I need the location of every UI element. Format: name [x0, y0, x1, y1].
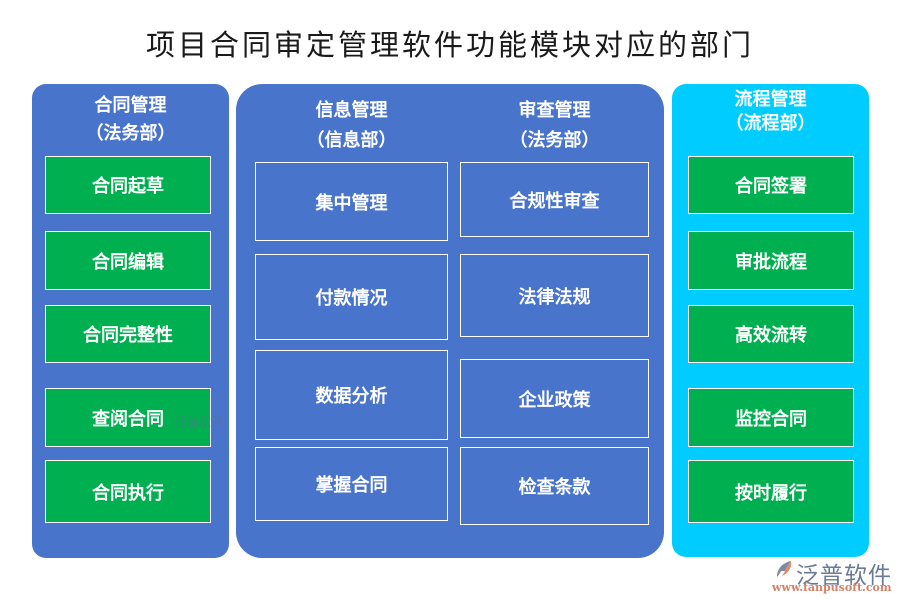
diagram-title: 项目合同审定管理软件功能模块对应的部门 — [145, 28, 754, 62]
module-name: 审查管理 — [518, 100, 591, 121]
review-management-header: 审查管理 （法务部） — [460, 96, 649, 156]
module-item: 合同签署 — [688, 156, 854, 214]
module-item: 合同编辑 — [45, 231, 211, 290]
module-item: 法律法规 — [460, 254, 649, 337]
module-item: 查阅合同 — [45, 388, 211, 447]
module-item: 合同完整性 — [45, 305, 211, 363]
brand-name: 泛普软件 — [796, 563, 892, 589]
department-name: （流程部） — [725, 113, 816, 134]
module-item: 合规性审查 — [460, 162, 649, 237]
module-item: 合同执行 — [45, 460, 211, 523]
department-name: （信息部） — [306, 130, 397, 151]
module-item: 集中管理 — [255, 162, 448, 241]
department-name: （法务部） — [509, 130, 600, 151]
module-item: 监控合同 — [688, 388, 854, 447]
brand-logo: 泛普软件 www.fanpusoft.com — [772, 556, 897, 600]
module-item: 按时履行 — [688, 460, 854, 523]
module-item: 企业政策 — [460, 359, 649, 438]
module-name: 流程管理 — [734, 89, 807, 110]
brand-leaf-icon — [777, 561, 792, 577]
module-name: 信息管理 — [315, 100, 388, 121]
module-item: 审批流程 — [688, 231, 854, 290]
module-item: 检查条款 — [460, 447, 649, 525]
module-item: 合同起草 — [45, 156, 211, 214]
info-review-panel: 信息管理 （信息部） 审查管理 （法务部） — [236, 84, 664, 558]
info-management-header: 信息管理 （信息部） — [255, 96, 448, 156]
module-item: 付款情况 — [255, 254, 448, 340]
process-management-header: 流程管理 （流程部） — [672, 88, 869, 136]
department-name: （法务部） — [85, 123, 176, 144]
module-item: 数据分析 — [255, 350, 448, 440]
module-name: 合同管理 — [94, 95, 167, 116]
brand-url: www.fanpusoft.com — [772, 581, 892, 594]
module-item: 掌握合同 — [255, 447, 448, 521]
module-item: 高效流转 — [688, 305, 854, 363]
contract-management-header: 合同管理 （法务部） — [32, 92, 229, 148]
